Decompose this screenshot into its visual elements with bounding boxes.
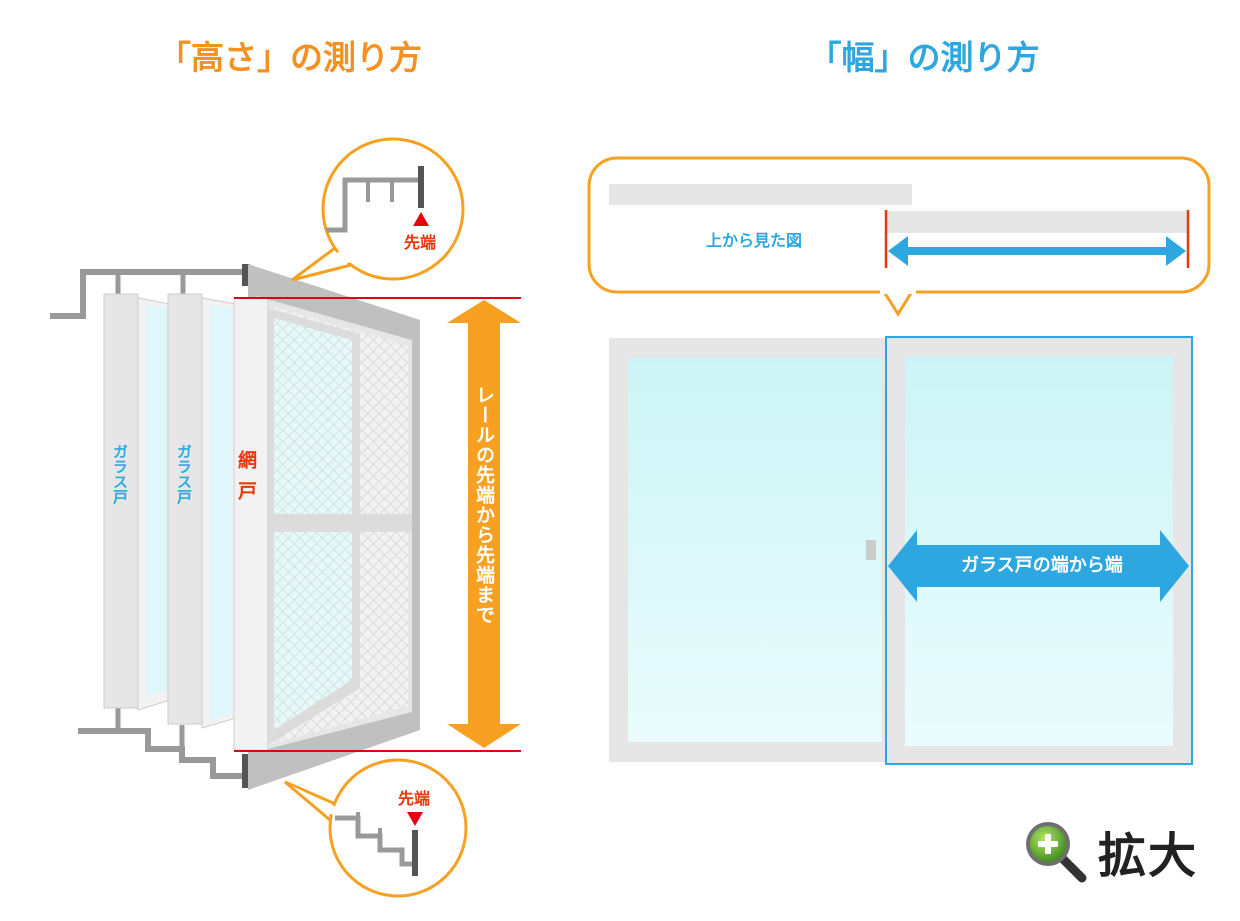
height-title: 「高さ」の測り方 [158,38,422,77]
bottom-rail-end [242,754,250,788]
glass-door-1 [103,293,171,711]
bottom-rail-tabs [115,707,185,749]
top-view-width-arrow [888,236,1186,266]
magnifier-plus-icon [1026,822,1087,883]
bottom-callout-marker [407,812,423,826]
glass-door-2-label: ガラス戸 [175,444,193,505]
glass-door-1-label: ガラス戸 [111,444,129,505]
screen-door [233,264,420,790]
top-callout [291,137,465,282]
bottom-callout-label: 先端 [398,789,430,808]
top-view-inner-sash [886,211,1189,233]
top-callout-label: 先端 [404,233,436,252]
bottom-callout [284,758,468,898]
top-rail-end [242,264,250,286]
bottom-rail [78,728,248,779]
width-arrow [888,530,1189,602]
height-measure-label: レールの先端から先端まで [473,385,495,625]
width-measure-label: ガラス戸の端から端 [961,555,1123,576]
window-latch [866,540,876,560]
height-arrow [447,300,521,748]
top-rail [50,269,245,319]
zoom-label: 拡大 [1098,828,1199,884]
zoom-button[interactable]: 拡大 [1022,818,1217,884]
screen-door-label: 網戸 [235,449,257,512]
glass-door-2 [167,293,237,729]
top-view-label: 上から見た図 [706,231,802,250]
top-view-outer-sash [609,184,912,205]
top-view-callout [587,156,1211,317]
top-callout-marker [413,212,429,226]
width-title: 「幅」の測り方 [809,38,1040,77]
